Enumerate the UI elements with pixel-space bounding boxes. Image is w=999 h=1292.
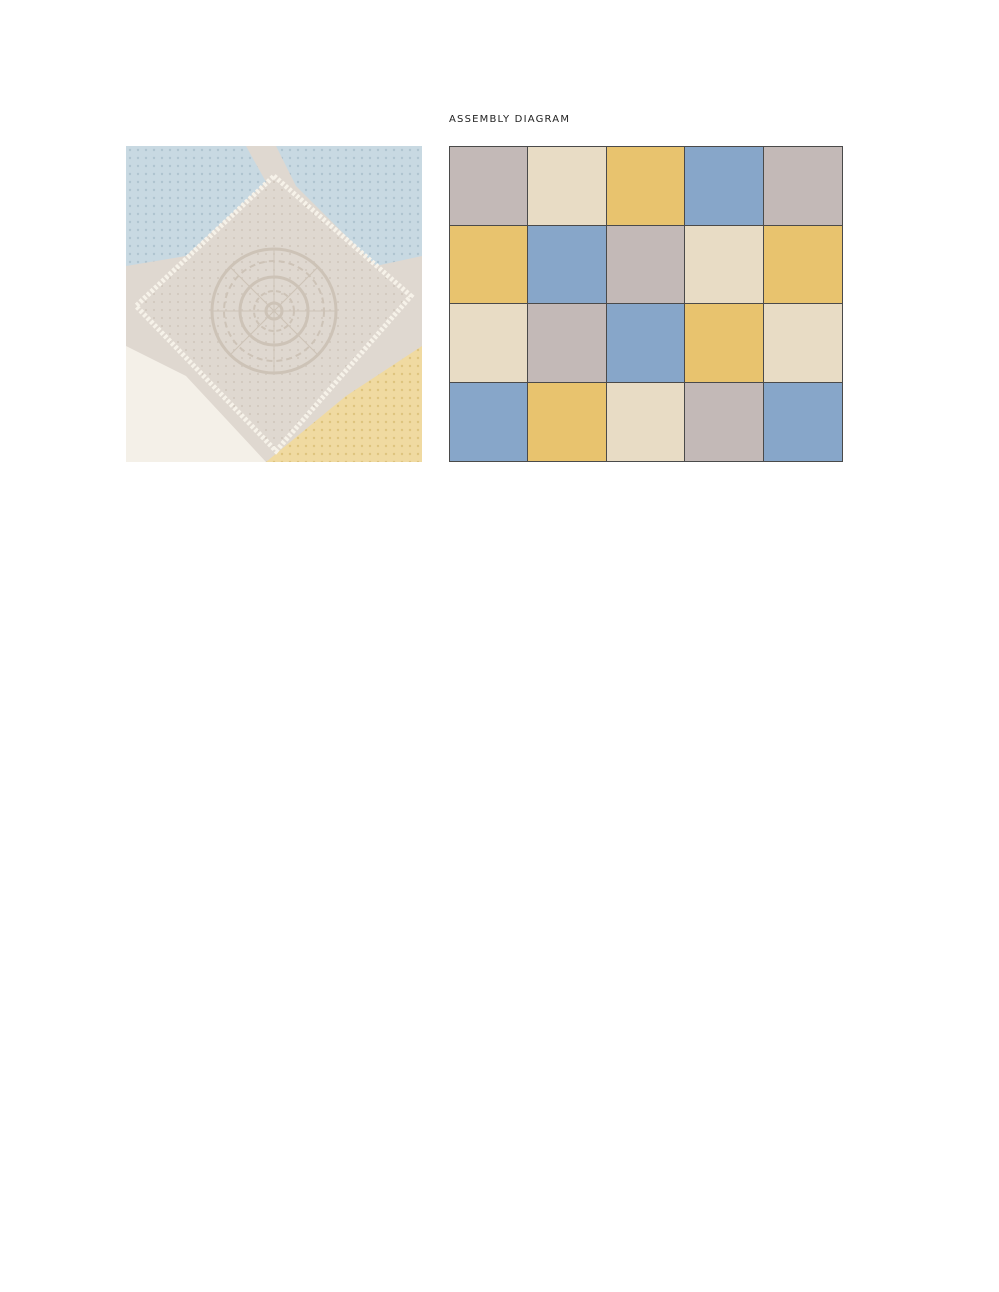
grid-square-taupe — [685, 382, 764, 461]
yellow-square — [266, 346, 422, 462]
assembly-diagram-grid — [449, 146, 843, 462]
grid-square-blue — [450, 382, 529, 461]
grid-square-taupe — [528, 304, 607, 383]
grid-square-cream — [450, 304, 529, 383]
grid-square-cream — [528, 147, 607, 226]
grid-square-yellow — [450, 225, 529, 304]
ivory-square — [126, 346, 266, 462]
blue-square — [276, 146, 422, 266]
grid-square-taupe — [763, 147, 842, 226]
grid-square-blue — [606, 304, 686, 383]
grid-square-cream — [685, 225, 764, 304]
grid-square-blue — [763, 382, 842, 461]
blue-square — [126, 146, 266, 266]
grid-square-cream — [763, 304, 842, 383]
assembly-diagram-title: ASSEMBLY DIAGRAM — [449, 114, 571, 125]
grid-square-taupe — [606, 225, 686, 304]
grid-square-yellow — [528, 382, 607, 461]
grid-square-blue — [685, 147, 764, 226]
grid-square-yellow — [606, 147, 686, 226]
grid-square-blue — [528, 225, 607, 304]
grid-square-cream — [606, 382, 686, 461]
crochet-blanket-photo — [126, 146, 422, 462]
grid-square-yellow — [685, 304, 764, 383]
medallion-motif — [210, 247, 338, 375]
grid-square-yellow — [763, 225, 842, 304]
grid-square-taupe — [450, 147, 529, 226]
